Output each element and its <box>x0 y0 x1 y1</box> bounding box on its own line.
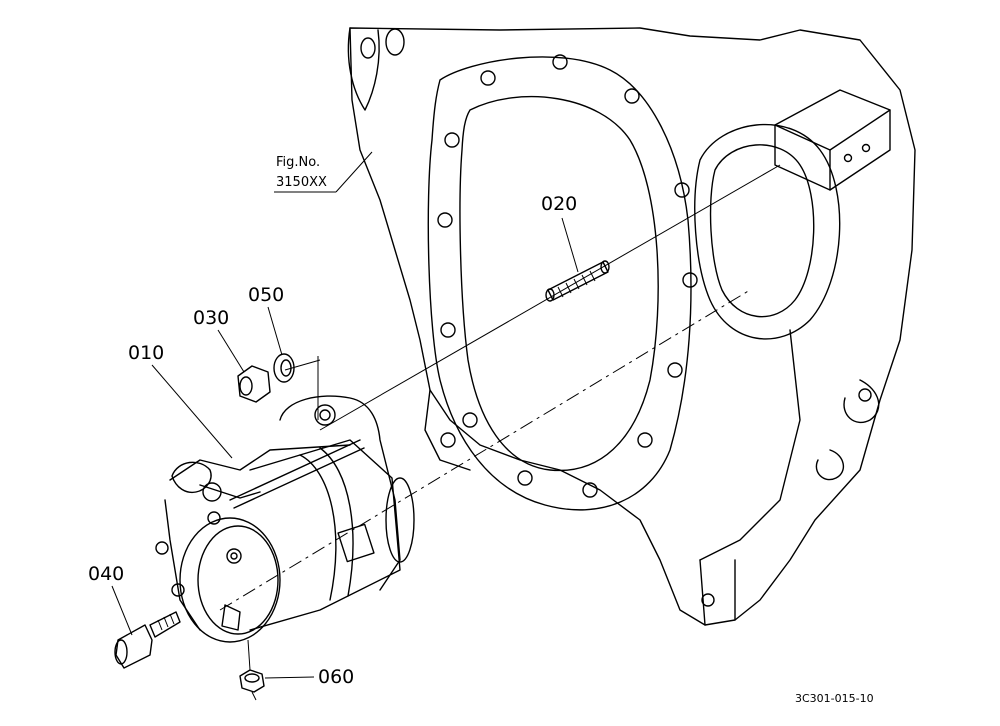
part-labels: 010 020 030 040 050 060 <box>88 193 579 688</box>
label-010: 010 <box>128 342 164 364</box>
label-030: 030 <box>193 307 229 329</box>
label-040: 040 <box>88 563 124 585</box>
part-010-starter <box>155 395 415 643</box>
drawing-code: 3C301-015-10 <box>795 692 874 705</box>
label-050: 050 <box>248 284 284 306</box>
figure-reference: Fig.No. 3150XX <box>274 151 373 193</box>
flywheel-housing <box>347 27 916 626</box>
label-060: 060 <box>318 666 354 688</box>
label-020: 020 <box>541 193 577 215</box>
part-040-bolt <box>114 611 181 669</box>
part-030-nut <box>237 365 271 403</box>
fig-ref-line2: 3150XX <box>276 175 327 190</box>
part-060-nut <box>239 639 265 701</box>
part-050-washer <box>273 353 295 383</box>
part-020-stud <box>545 260 610 302</box>
fig-ref-line1: Fig.No. <box>276 155 320 170</box>
